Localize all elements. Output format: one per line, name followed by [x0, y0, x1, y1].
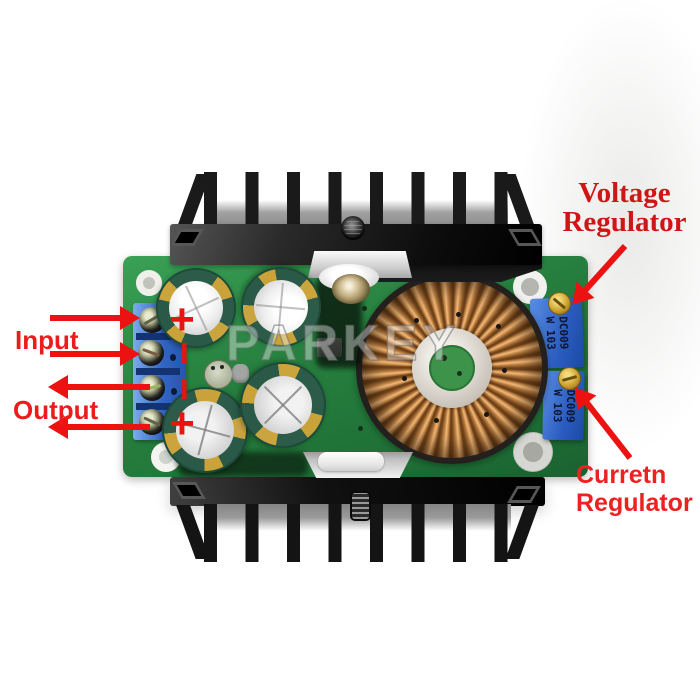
heatsink-screw [352, 493, 369, 519]
white-spacer [318, 452, 384, 471]
bottom-heatsink [170, 477, 545, 563]
output-plus-mark: + [169, 399, 195, 448]
solder-points [414, 318, 419, 323]
current-adjust-screw [558, 367, 581, 390]
voltage-regulator-label: Voltage Regulator [562, 177, 687, 238]
terminal-hole [170, 354, 176, 361]
watermark-text: PARKEY [225, 314, 461, 372]
mounting-hole-top-left [136, 270, 162, 296]
terminal-separator [136, 333, 180, 340]
bracket-screw [332, 274, 370, 304]
toroid-inductor [356, 272, 548, 464]
terminal-screw-input-minus [138, 340, 164, 366]
current-regulator-label: Curretn Regulator [576, 461, 693, 517]
terminal-separator [136, 368, 180, 375]
output-minus-mark: − [162, 377, 206, 401]
input-label: Input [15, 325, 79, 355]
inductor-center-hole [429, 345, 475, 391]
terminal-hole [171, 388, 177, 395]
input-arrow-top [50, 306, 140, 330]
input-plus-mark: + [169, 295, 195, 344]
heatsink-screw [341, 216, 365, 240]
input-minus-mark: − [162, 341, 206, 365]
input-arrow-bottom [50, 342, 140, 366]
capacitor-4 [240, 362, 326, 448]
voltage-adjust-screw [548, 292, 571, 315]
output-label: Output [13, 395, 99, 425]
terminal-separator [136, 403, 180, 410]
small-component [232, 364, 249, 383]
